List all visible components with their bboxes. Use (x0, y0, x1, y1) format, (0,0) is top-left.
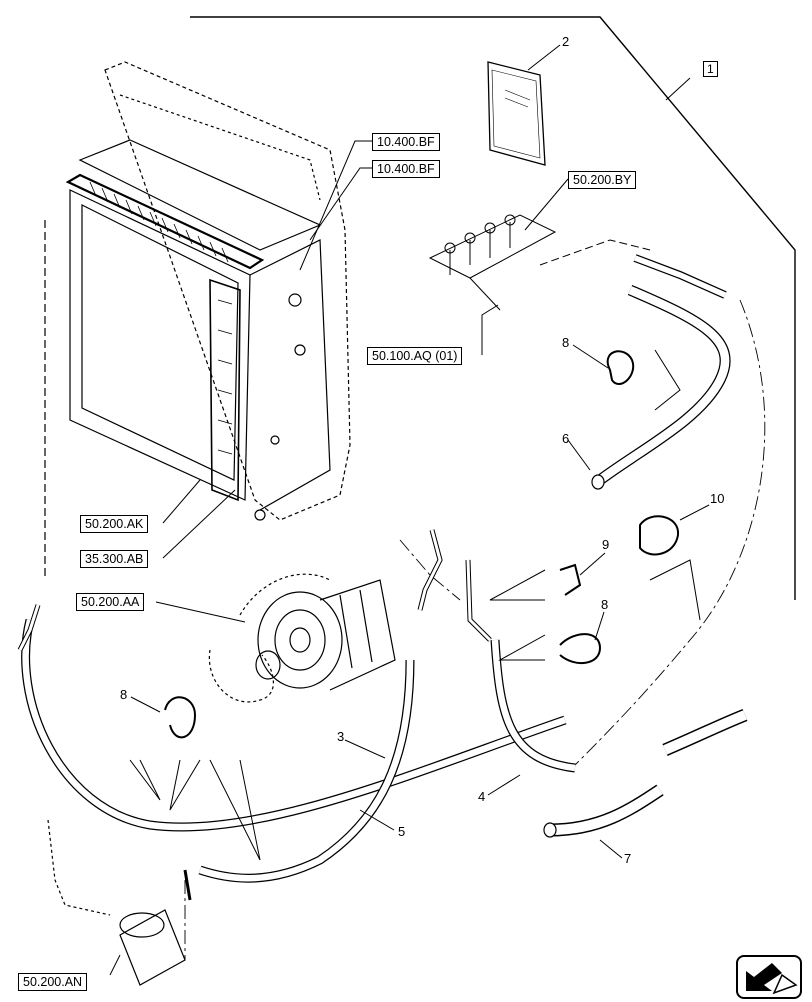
ref-label-10-400-bf-b[interactable]: 10.400.BF (372, 160, 440, 178)
clamps (164, 350, 680, 739)
manifold-block (428, 214, 651, 311)
ref-label-50-200-aa[interactable]: 50.200.AA (76, 593, 145, 611)
arrow-glyph (746, 963, 798, 995)
part-number-7: 7 (624, 851, 632, 866)
part-number-8b: 8 (601, 597, 609, 612)
hose-7 (543, 708, 748, 838)
kit-outline (190, 16, 796, 600)
hose-6 (591, 254, 731, 490)
part-number-8a: 8 (562, 335, 570, 350)
part-number-5: 5 (398, 824, 406, 839)
receiver-drier (47, 819, 192, 986)
ref-label-50-200-by[interactable]: 50.200.BY (568, 171, 637, 189)
ac-compressor (208, 573, 396, 703)
part-number-3: 3 (337, 729, 345, 744)
guide-lines (129, 349, 701, 861)
part-number-2: 2 (562, 34, 570, 49)
ref-label-50-100-aq[interactable]: 50.100.AQ (01) (367, 347, 463, 365)
part-number-4: 4 (478, 789, 486, 804)
ref-label-35-300-ab[interactable]: 35.300.AB (80, 550, 149, 568)
leader-lines (109, 44, 710, 976)
part-number-6: 6 (562, 431, 570, 446)
part-number-1: 1 (703, 61, 718, 77)
radiator-assembly (44, 61, 351, 580)
ref-label-10-400-bf-a[interactable]: 10.400.BF (372, 133, 440, 151)
hose-3-4-5 (17, 529, 576, 883)
part-number-8c: 8 (120, 687, 128, 702)
ref-label-50-200-ak[interactable]: 50.200.AK (80, 515, 149, 533)
part-number-10: 10 (710, 491, 725, 506)
part-number-9: 9 (602, 537, 610, 552)
routing-lines (184, 299, 766, 960)
ref-label-50-200-an[interactable]: 50.200.AN (18, 973, 88, 991)
service-manual (487, 61, 546, 166)
next-page-arrow-icon[interactable] (736, 955, 802, 999)
